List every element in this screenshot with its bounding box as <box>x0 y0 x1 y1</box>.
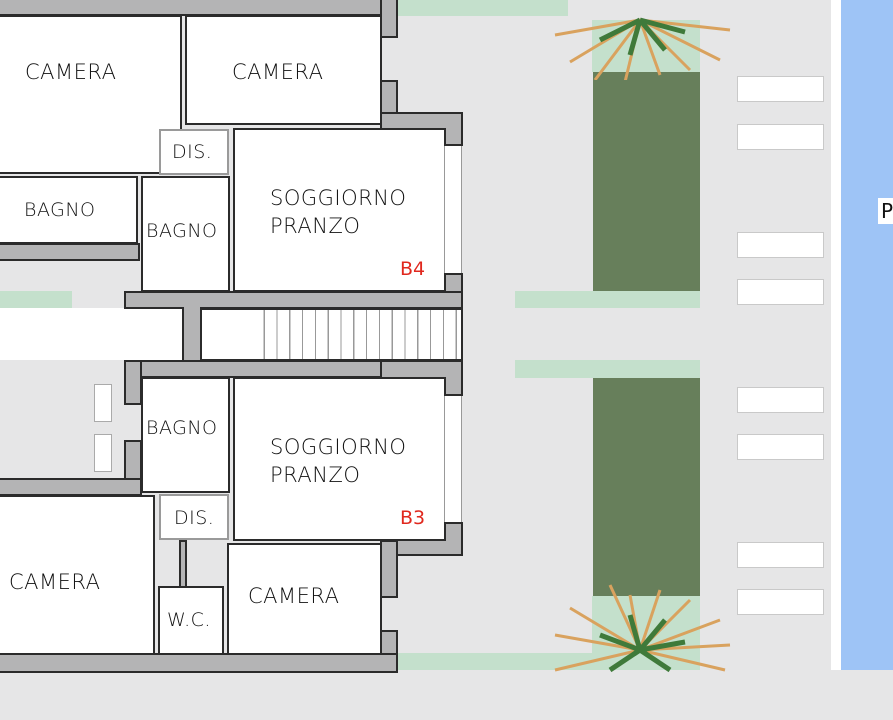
parking-space-6 <box>737 434 824 460</box>
wall-b3-wc-stub <box>179 540 187 588</box>
lawn-strip-left <box>0 291 72 308</box>
label-b4-bagno-right: BAGNO <box>146 220 218 242</box>
room-b3-camera-left <box>0 495 155 655</box>
lawn-strip-bottom <box>398 653 598 670</box>
room-b3-camera-right <box>227 543 382 655</box>
wall-top <box>0 0 398 16</box>
room-b3-soggiorno-pranzo <box>233 377 446 541</box>
palm-tree-bottom-icon <box>554 584 731 673</box>
parking-space-7 <box>737 542 824 568</box>
room-b4-camera-right <box>185 15 382 125</box>
parking-space-1 <box>737 76 824 102</box>
unit-label-b3: B3 <box>400 507 426 529</box>
wall-bottom <box>0 653 398 673</box>
wall-b4-corridor <box>124 291 463 309</box>
parking-space-4 <box>737 279 824 305</box>
label-b4-bagno-left: BAGNO <box>24 199 96 221</box>
label-b3-living-1: SOGGIORNO <box>270 435 407 459</box>
label-b4-living-1: SOGGIORNO <box>270 186 407 210</box>
lawn-bed-top <box>593 72 700 291</box>
unit-label-b4: B4 <box>400 258 426 280</box>
room-b3-dis <box>159 494 229 540</box>
room-b3-wc <box>158 586 224 655</box>
room-b4-dis <box>159 129 229 175</box>
room-b4-bagno-right <box>141 176 230 292</box>
parking-space-8 <box>737 589 824 615</box>
room-b3-bagno <box>141 377 230 493</box>
parking-space-3 <box>737 232 824 258</box>
edge-label: P <box>878 198 893 224</box>
label-b4-living-2: PRANZO <box>270 214 361 238</box>
label-b3-wc: W.C. <box>167 609 211 631</box>
label-b4-dis: DIS. <box>172 141 213 163</box>
wall-b3-left <box>124 360 142 405</box>
wall-left-lower <box>0 243 140 261</box>
window-box-1 <box>94 384 112 422</box>
lawn-bed-bottom <box>593 378 700 596</box>
label-b3-bagno: BAGNO <box>146 417 218 439</box>
room-b4-bagno-left <box>0 176 138 244</box>
lawn-strip-mid-top <box>515 291 700 308</box>
parking-space-5 <box>737 387 824 413</box>
walkway-left <box>0 308 182 360</box>
window-box-2 <box>94 434 112 472</box>
label-b3-camera-left: CAMERA <box>9 570 101 594</box>
lawn-strip-mid-bottom <box>515 360 700 378</box>
label-b3-dis: DIS. <box>174 507 215 529</box>
label-b3-living-2: PRANZO <box>270 463 361 487</box>
label-b3-camera-right: CAMERA <box>248 584 340 608</box>
room-b4-camera-left <box>0 15 182 174</box>
wall-b3-left-lower <box>0 478 142 496</box>
stair-landing <box>202 310 252 359</box>
stair-divider-wall <box>182 307 202 362</box>
palm-tree-top-icon <box>554 17 731 80</box>
wall-b3-right-mid <box>380 540 398 598</box>
label-b4-camera-left: CAMERA <box>25 60 117 84</box>
water-area <box>841 0 893 670</box>
room-b4-soggiorno-pranzo <box>233 128 446 292</box>
edge-divider <box>831 0 841 670</box>
label-b4-camera-right: CAMERA <box>232 60 324 84</box>
parking-space-2 <box>737 124 824 150</box>
window-b4 <box>444 146 462 273</box>
window-b3 <box>444 396 462 522</box>
lawn-strip-top <box>398 0 568 16</box>
wall-right-top <box>380 0 398 38</box>
